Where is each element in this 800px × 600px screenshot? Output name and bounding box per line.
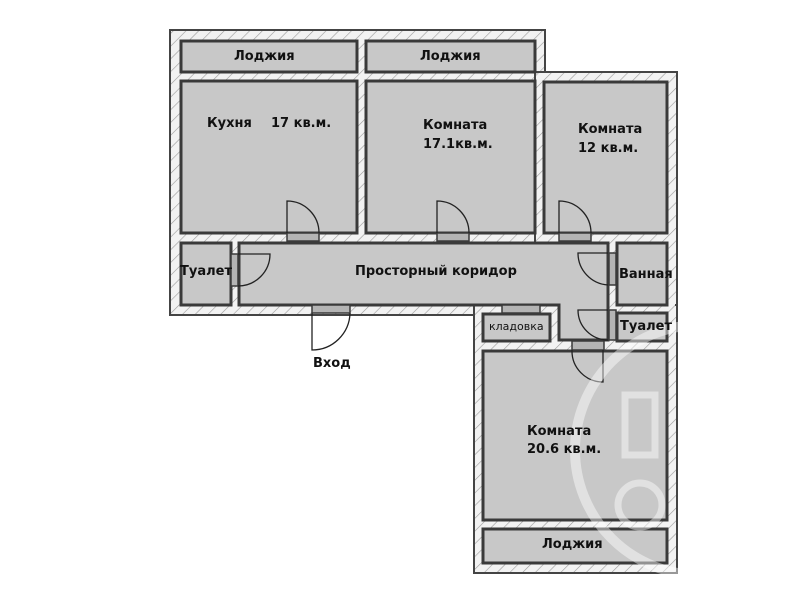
loggia-2-label: Лоджия xyxy=(420,49,481,64)
room-loggia-1 xyxy=(179,39,359,74)
room-2-area: 12 кв.м. xyxy=(578,141,639,156)
room-toilet-1 xyxy=(179,241,233,307)
room-storage xyxy=(481,312,552,343)
room-loggia-2 xyxy=(364,39,537,74)
loggia-1-label: Лоджия xyxy=(234,49,295,64)
toilet-2-label: Туалет xyxy=(620,319,672,334)
corridor-label: Просторный коридор xyxy=(355,264,517,279)
rooms xyxy=(179,39,669,565)
room-1 xyxy=(364,79,537,235)
door-openings xyxy=(230,232,617,351)
bathroom-label: Ванная xyxy=(619,267,673,282)
door-entrance xyxy=(311,312,351,351)
door-bathroom xyxy=(577,252,609,286)
room-1-area: 17.1кв.м. xyxy=(423,137,493,152)
loggia-3-label: Лоджия xyxy=(542,537,603,552)
door-room-3 xyxy=(571,349,604,383)
door-toilet-1 xyxy=(237,253,271,287)
entrance-label: Вход xyxy=(313,356,351,371)
door-room-1 xyxy=(436,200,470,234)
storage-label: кладовка xyxy=(489,320,544,333)
room-toilet-2 xyxy=(615,311,669,343)
room-3-area: 20.6 кв.м. xyxy=(527,442,602,457)
circular-logo-watermark-icon xyxy=(570,320,800,580)
toilet-1-label: Туалет xyxy=(180,264,232,279)
room-corridor xyxy=(237,241,610,342)
room-kitchen xyxy=(179,79,359,235)
room-2 xyxy=(542,80,669,235)
room-loggia-3 xyxy=(481,527,669,565)
kitchen-label: Кухня xyxy=(207,116,252,131)
door-room-2 xyxy=(558,200,592,234)
door-kitchen xyxy=(286,200,320,234)
door-toilet-2 xyxy=(577,309,609,341)
room-1-label: Комната xyxy=(423,118,488,133)
room-3-label: Комната xyxy=(527,424,592,439)
door-swings xyxy=(237,200,609,383)
room-3 xyxy=(481,349,669,522)
kitchen-area: 17 кв.м. xyxy=(271,116,332,131)
room-bathroom xyxy=(615,241,669,307)
room-2-label: Комната xyxy=(578,122,643,137)
